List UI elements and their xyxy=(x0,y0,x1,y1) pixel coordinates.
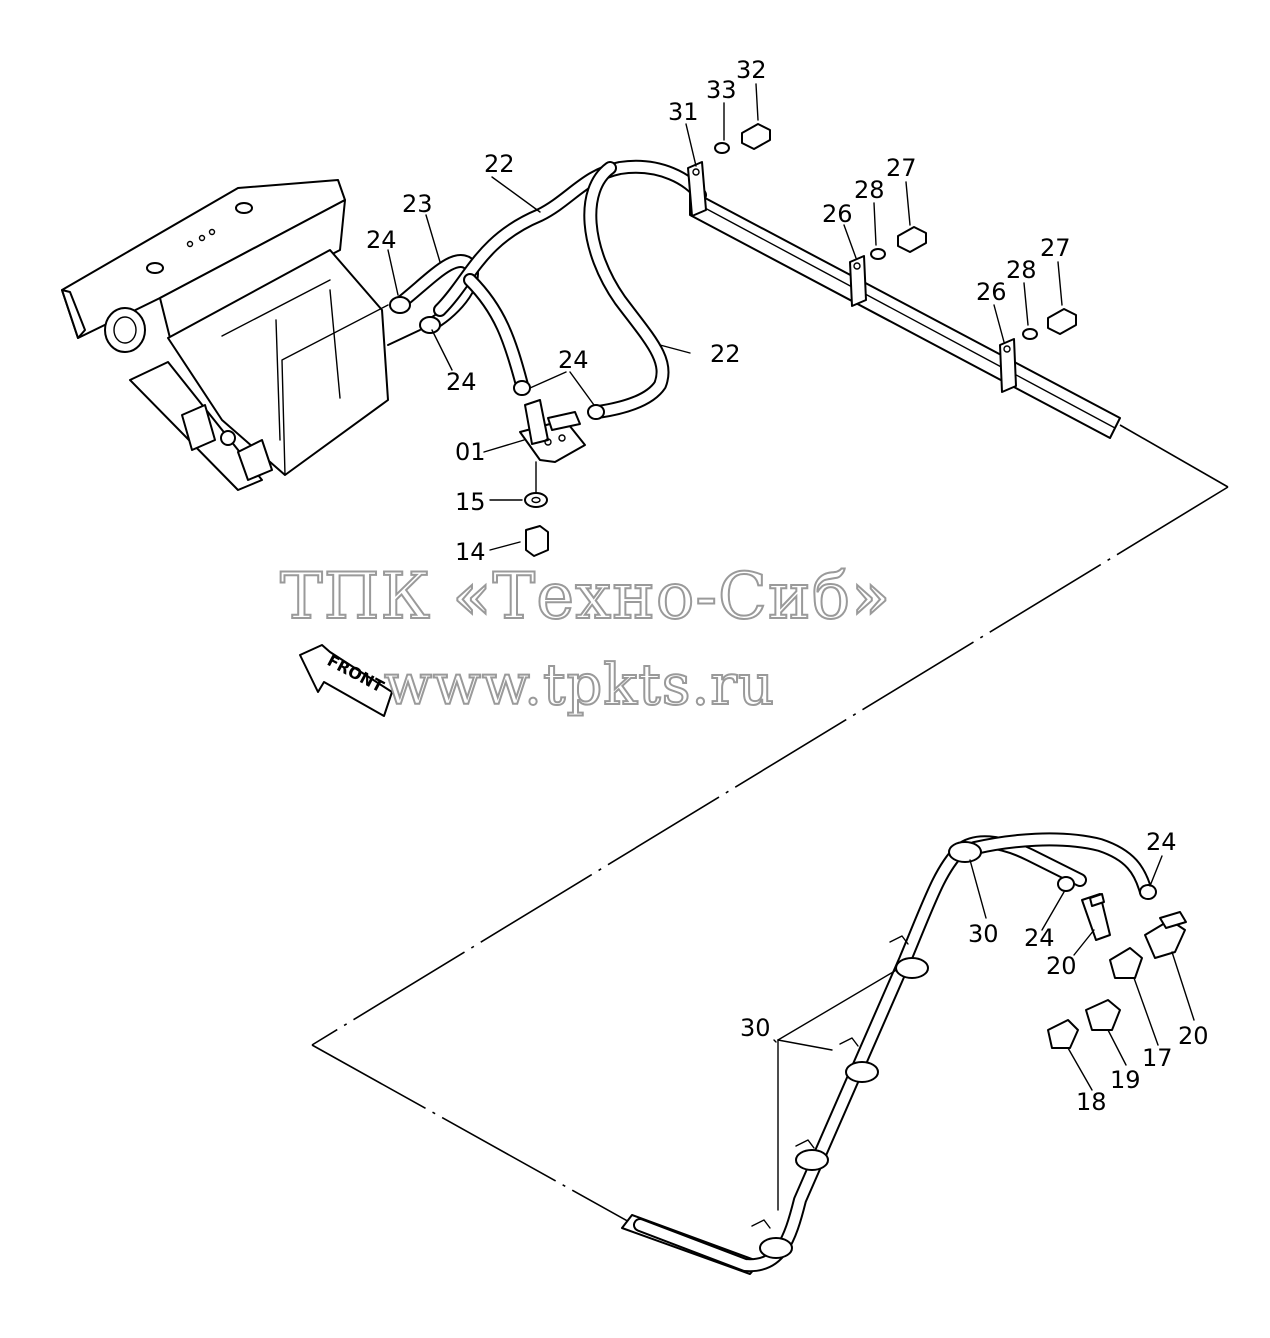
callout-22: 22 xyxy=(484,150,515,178)
bolt-32 xyxy=(714,123,771,154)
reservoir-tank xyxy=(61,179,421,491)
lower-frame-section xyxy=(621,832,1153,1275)
section-outline xyxy=(311,424,1229,1229)
bolt-14 xyxy=(525,525,549,557)
clamp-26-a xyxy=(849,255,867,307)
callout-28: 28 xyxy=(1006,256,1037,284)
clamps-30 xyxy=(751,841,982,1259)
callout-24: 24 xyxy=(1146,828,1177,856)
clamp-31 xyxy=(687,161,707,217)
hose-clamps-24 xyxy=(389,296,605,420)
callout-28: 28 xyxy=(854,176,885,204)
fittings-lower xyxy=(1047,876,1187,1049)
callout-30: 30 xyxy=(740,1014,771,1042)
callout-15: 15 xyxy=(455,488,486,516)
bolt-27-b xyxy=(1022,308,1077,340)
clamp-26-b xyxy=(999,338,1017,393)
callout-19: 19 xyxy=(1110,1066,1141,1094)
callout-27: 27 xyxy=(886,154,917,182)
watermark-url: www.tpkts.ru xyxy=(384,653,775,718)
bolt-27-a xyxy=(870,226,927,260)
callout-20: 20 xyxy=(1046,952,1077,980)
callout-24: 24 xyxy=(558,346,589,374)
callout-24: 24 xyxy=(446,368,477,396)
leader-lines xyxy=(387,83,1195,1091)
callout-32: 32 xyxy=(736,56,767,84)
callout-labels: 22 22 23 24 24 24 01 15 14 31 33 32 26 2… xyxy=(366,56,1209,1116)
hose-22-23 xyxy=(391,159,707,419)
callout-22: 22 xyxy=(710,340,741,368)
front-arrow: FRONT xyxy=(299,644,393,717)
callout-01: 01 xyxy=(455,438,486,466)
callout-30: 30 xyxy=(968,920,999,948)
callout-26: 26 xyxy=(822,200,853,228)
callout-20: 20 xyxy=(1178,1022,1209,1050)
callout-33: 33 xyxy=(706,76,737,104)
watermark-company: ТПК «Техно-Сиб» xyxy=(280,560,891,634)
watermark: ТПК «Техно-Сиб» www.tpkts.ru xyxy=(279,559,891,719)
callout-14: 14 xyxy=(455,538,486,566)
callout-18: 18 xyxy=(1076,1088,1107,1116)
callout-24: 24 xyxy=(1024,924,1055,952)
washer-15 xyxy=(524,492,548,508)
callout-31: 31 xyxy=(668,98,699,126)
callout-23: 23 xyxy=(402,190,433,218)
callout-26: 26 xyxy=(976,278,1007,306)
callout-24: 24 xyxy=(366,226,397,254)
callout-27: 27 xyxy=(1040,234,1071,262)
valve-01 xyxy=(519,399,586,493)
callout-17: 17 xyxy=(1142,1044,1173,1072)
